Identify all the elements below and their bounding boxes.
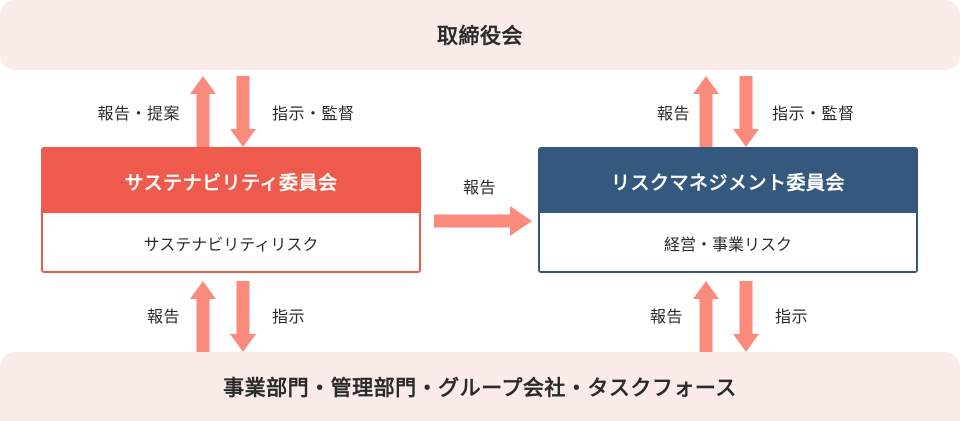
board-of-directors-label: 取締役会	[437, 25, 523, 48]
flow-label-top-right-down: 指示・監督	[772, 106, 855, 123]
risk-management-committee-header: リスクマネジメント委員会	[540, 149, 916, 213]
divisions-label: 事業部門・管理部門・グループ会社・タスクフォース	[223, 376, 737, 400]
flow-label-bottom-left-up: 報告	[146, 309, 180, 326]
arrow-down-sustainability-to-divisions	[230, 281, 256, 352]
flow-label-top-left-down: 指示・監督	[272, 106, 355, 123]
divisions-banner: 事業部門・管理部門・グループ会社・タスクフォース	[0, 352, 960, 421]
flow-label-bottom-left-down: 指示	[272, 309, 306, 326]
flow-label-middle-right: 報告	[462, 180, 496, 197]
arrow-down-riskmgmt-to-divisions	[733, 281, 759, 352]
arrow-right-sustainability-to-riskmgmt	[434, 206, 532, 236]
sustainability-committee-box: サステナビリティ委員会 サステナビリティリスク	[41, 147, 421, 273]
sustainability-committee-body: サステナビリティリスク	[43, 213, 419, 271]
flow-label-bottom-right-down: 指示	[775, 309, 809, 326]
risk-management-committee-body: 経営・事業リスク	[540, 213, 916, 271]
flow-label-top-left-up: 報告・提案	[97, 106, 180, 123]
flow-label-bottom-right-up: 報告	[649, 309, 683, 326]
arrow-up-board-from-riskmgmt	[693, 76, 719, 147]
flow-label-top-right-up: 報告	[656, 106, 690, 123]
arrow-up-riskmgmt-from-divisions	[693, 281, 719, 352]
board-of-directors-banner: 取締役会	[0, 0, 960, 70]
arrow-up-sustainability-from-divisions	[190, 281, 216, 352]
arrow-down-board-to-riskmgmt	[733, 76, 759, 147]
sustainability-committee-header: サステナビリティ委員会	[43, 149, 419, 213]
risk-management-committee-box: リスクマネジメント委員会 経営・事業リスク	[538, 147, 918, 273]
arrow-down-board-to-sustainability	[230, 76, 256, 147]
arrow-up-board-from-sustainability	[190, 76, 216, 147]
